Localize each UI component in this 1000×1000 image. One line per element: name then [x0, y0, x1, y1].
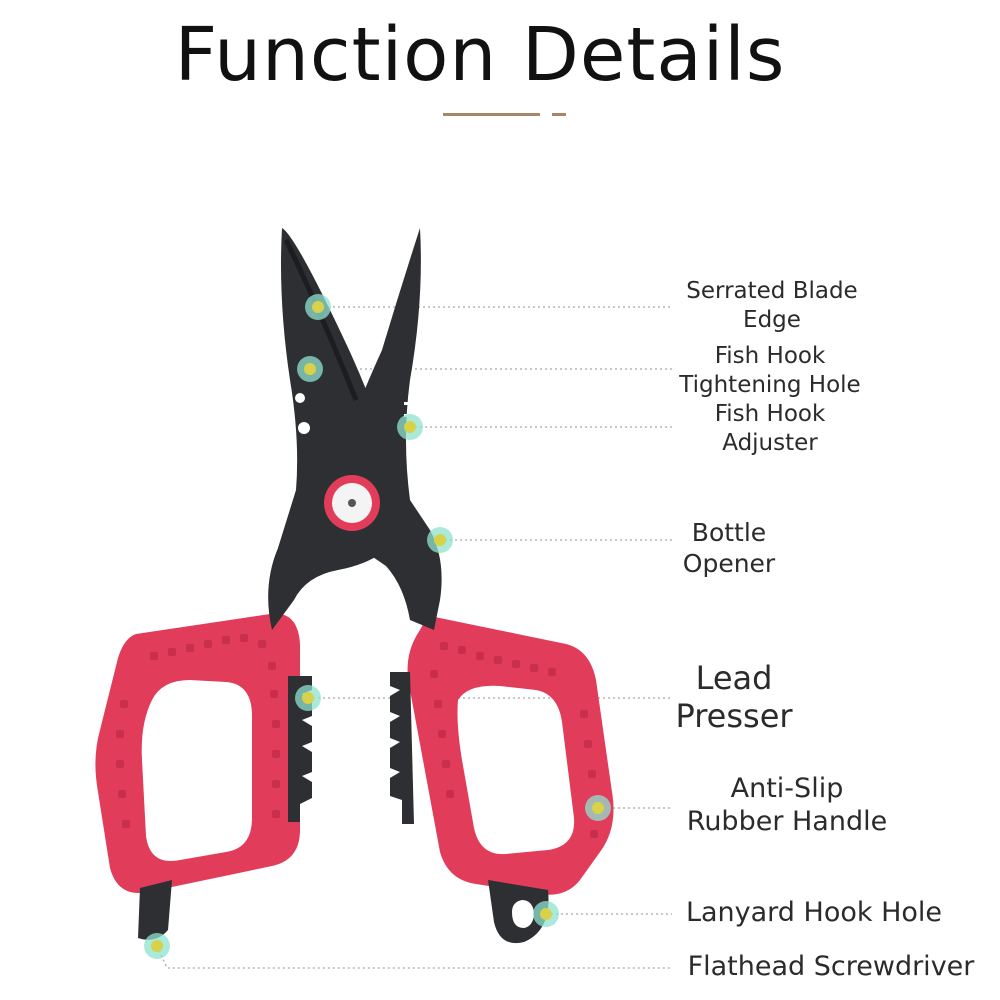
label-anti-slip-rubber-handle: Anti-Slip Rubber Handle	[686, 773, 888, 837]
screwdriver-tip	[138, 880, 172, 940]
page-title: Function Details	[174, 12, 786, 98]
label-flathead-screwdriver: Flathead Screwdriver	[687, 951, 975, 982]
marker-lanyard-icon	[533, 901, 559, 927]
tightening-hole-1	[295, 393, 305, 403]
marker-tightening-icon	[297, 356, 323, 382]
label-fish-hook-adjuster: Fish Hook Adjuster	[714, 401, 826, 456]
left-handle	[95, 613, 300, 893]
label-lanyard-hook-hole: Lanyard Hook Hole	[685, 897, 943, 928]
callout-markers	[144, 294, 611, 959]
marker-bottle-icon	[427, 527, 453, 553]
marker-screwdriver-icon	[144, 933, 170, 959]
tightening-hole-2	[298, 422, 310, 434]
right-handle	[407, 616, 614, 895]
label-bottle-opener: Bottle Opener	[682, 518, 776, 579]
title-underline-dot	[552, 113, 566, 116]
label-serrated-blade-edge: Serrated Blade Edge	[686, 278, 858, 333]
lanyard-loop	[488, 880, 549, 944]
handles	[95, 613, 614, 895]
pivot-screw-icon	[348, 499, 356, 507]
metal-body	[138, 228, 549, 944]
marker-lead-icon	[295, 685, 321, 711]
grip-texture	[116, 634, 598, 838]
adjuster-slot-1	[404, 402, 414, 405]
marker-adjuster-icon	[397, 414, 423, 440]
right-tang	[390, 672, 414, 824]
label-fish-hook-tightening-hole: Fish Hook Tightening Hole	[679, 343, 861, 398]
label-lead-presser: Lead Presser	[675, 659, 793, 736]
marker-serrated-icon	[305, 294, 331, 320]
marker-antislip-icon	[585, 795, 611, 821]
leader-lines	[156, 306, 672, 969]
title-underline	[443, 113, 540, 116]
left-tang	[288, 676, 312, 822]
leader-line-screwdriver	[156, 945, 672, 969]
